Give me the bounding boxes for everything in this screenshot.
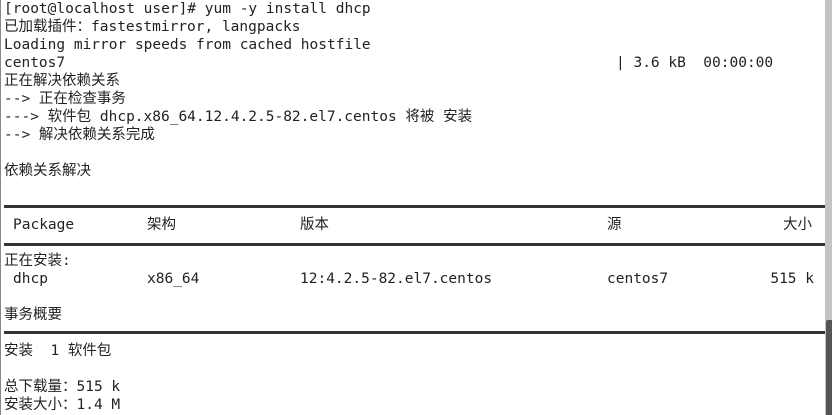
table-divider bbox=[4, 331, 825, 334]
cell-arch: x86_64 bbox=[147, 271, 200, 287]
output-line: Loading mirror speeds from cached hostfi… bbox=[4, 37, 371, 53]
output-line: 正在解决依赖关系 bbox=[4, 73, 120, 89]
header-size: 大小 bbox=[783, 217, 812, 233]
section-label: 正在安装: bbox=[4, 253, 71, 269]
scrollbar[interactable] bbox=[825, 0, 832, 415]
header-repo: 源 bbox=[607, 217, 622, 233]
cell-version: 12:4.2.5-82.el7.centos bbox=[300, 271, 493, 287]
table-divider bbox=[4, 243, 825, 246]
output-line: 依赖关系解决 bbox=[4, 163, 91, 179]
output-line: 已加载插件：fastestmirror, langpacks bbox=[4, 19, 301, 35]
summary-title: 事务概要 bbox=[4, 307, 62, 323]
header-arch: 架构 bbox=[147, 217, 176, 233]
cell-size: 515 k bbox=[770, 271, 814, 287]
summary-download: 总下载量：515 k bbox=[4, 379, 121, 395]
summary-install: 安装 1 软件包 bbox=[4, 343, 112, 359]
output-line: --> 正在检查事务 bbox=[4, 91, 126, 107]
window-left-edge bbox=[0, 0, 1, 415]
output-line: --> 解决依赖关系完成 bbox=[4, 127, 155, 143]
header-version: 版本 bbox=[300, 217, 329, 233]
scrollbar-thumb[interactable] bbox=[826, 320, 832, 415]
summary-size: 安装大小：1.4 M bbox=[4, 397, 121, 413]
cell-package: dhcp bbox=[13, 271, 48, 287]
repo-size-time: | 3.6 kB 00:00:00 bbox=[616, 55, 774, 71]
output-line: centos7 bbox=[4, 55, 66, 71]
cell-repo: centos7 bbox=[607, 271, 669, 287]
table-divider bbox=[4, 205, 825, 208]
header-package: Package bbox=[13, 217, 75, 233]
command-line: [root@localhost user]# yum -y install dh… bbox=[4, 1, 371, 17]
output-line: ---> 软件包 dhcp.x86_64.12.4.2.5-82.el7.cen… bbox=[4, 109, 473, 125]
